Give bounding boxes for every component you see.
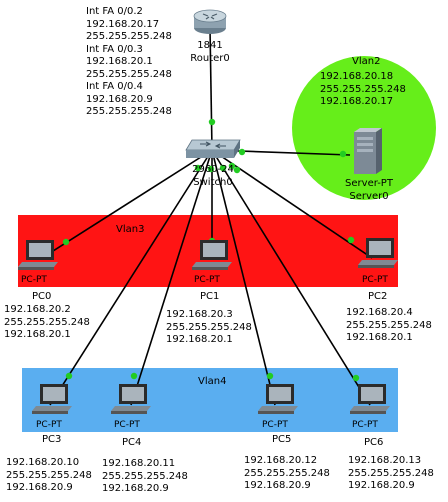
port-dot — [352, 374, 360, 382]
port-dot — [233, 166, 241, 174]
pc6-type-label: PC-PT — [352, 420, 378, 430]
server-name-label: Server0 — [349, 191, 389, 202]
pc3-type-label: PC-PT — [36, 420, 62, 430]
pc0-name-label: PC0 — [32, 291, 52, 302]
port-dot — [219, 164, 227, 172]
port-dots — [62, 118, 360, 382]
server-icon[interactable] — [354, 128, 382, 174]
server-config: 192.168.20.18 255.255.255.248 192.168.20… — [320, 71, 406, 107]
pc5-icon[interactable] — [258, 384, 298, 414]
link-router-switch — [209, 27, 213, 151]
router-icon[interactable] — [193, 9, 227, 34]
pc6-icon[interactable] — [350, 384, 390, 414]
port-dot — [266, 372, 274, 380]
link-switch-pc6 — [211, 149, 371, 406]
pc6-config: 192.168.20.13 255.255.255.248 192.168.20… — [348, 455, 434, 491]
link-switch-pc5 — [211, 149, 276, 406]
pc4-type-label: PC-PT — [114, 420, 140, 430]
port-dot — [347, 236, 355, 244]
pc5-type-label: PC-PT — [262, 420, 288, 430]
router-interfaces-config: Int FA 0/0.2 192.168.20.17 255.255.255.2… — [86, 6, 172, 117]
vlan2-label: Vlan2 — [352, 56, 380, 67]
pc3-name-label: PC3 — [42, 434, 62, 445]
port-dot — [208, 118, 216, 126]
pc5-name-label: PC5 — [272, 434, 292, 445]
pc3-icon[interactable] — [32, 384, 72, 414]
pc5-config: 192.168.20.12 255.255.255.248 192.168.20… — [244, 455, 330, 491]
link-switch-pc4 — [130, 149, 213, 406]
pc1-type-label: PC-PT — [194, 275, 220, 285]
link-switch-pc3 — [49, 149, 213, 406]
pc2-icon[interactable] — [358, 238, 398, 268]
port-dot — [130, 372, 138, 380]
link-switch-pc0 — [41, 149, 213, 259]
port-dot — [194, 164, 202, 172]
pc1-icon[interactable] — [192, 240, 232, 270]
server-type-label: Server-PT — [345, 178, 393, 189]
pc0-type-label: PC-PT — [21, 275, 47, 285]
pc1-config: 192.168.20.3 255.255.255.248 192.168.20.… — [166, 309, 252, 345]
pc2-config: 192.168.20.4 255.255.255.248 192.168.20.… — [346, 307, 432, 343]
switch-icon[interactable] — [185, 139, 241, 158]
pc4-icon[interactable] — [111, 384, 151, 414]
port-dot — [62, 238, 70, 246]
router-name-label: Router0 — [190, 53, 230, 64]
vlan3-label: Vlan3 — [116, 224, 144, 235]
port-dot — [65, 372, 73, 380]
vlan4-label: Vlan4 — [198, 376, 226, 387]
pc6-name-label: PC6 — [364, 437, 384, 448]
port-dot — [228, 162, 236, 170]
pc1-name-label: PC1 — [200, 291, 220, 302]
pc2-type-label: PC-PT — [362, 275, 388, 285]
pc2-name-label: PC2 — [368, 291, 388, 302]
vlan4-area — [22, 368, 398, 432]
port-dot — [339, 150, 347, 158]
pc0-icon[interactable] — [18, 240, 58, 270]
pc4-config: 192.168.20.11 255.255.255.248 192.168.20… — [102, 458, 188, 494]
port-dot — [238, 148, 246, 156]
switch-name-label: Switch0 — [193, 177, 233, 188]
pc3-config: 192.168.20.10 255.255.255.248 192.168.20… — [6, 457, 92, 493]
port-dot — [207, 165, 215, 173]
switch-model-label: 2960-24 — [192, 164, 234, 175]
router-model-label: 1841 — [197, 40, 223, 51]
pc4-name-label: PC4 — [122, 437, 142, 448]
pc0-config: 192.168.20.2 255.255.255.248 192.168.20.… — [4, 304, 90, 340]
